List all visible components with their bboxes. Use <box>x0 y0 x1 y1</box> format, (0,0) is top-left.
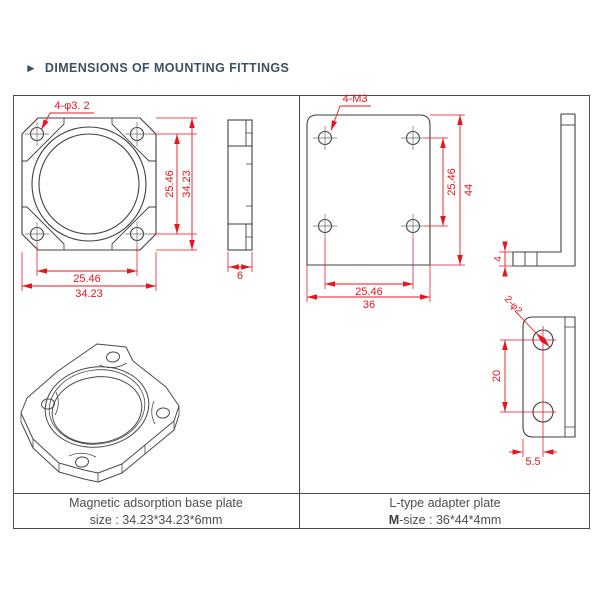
dim-right-hole-callout: 4-M3 <box>342 93 367 105</box>
right-plate-name: L-type adapter plate <box>389 496 501 510</box>
dim-left-horizontal-size: 34.23 <box>75 288 103 300</box>
l-plate-dimensions <box>306 105 557 457</box>
magnetic-plate-dimensions <box>21 112 253 291</box>
l-plate-side-view <box>512 113 576 267</box>
dim-left-hole-callout: 4-φ3. 2 <box>54 100 89 112</box>
right-caption-cell: L-type adapter plate M-size : 36*44*4mm <box>300 496 590 528</box>
dim-left-vertical-size: 34.23 <box>181 170 193 198</box>
right-plate-size-prefix: M <box>388 513 400 527</box>
table-border <box>13 95 590 529</box>
dim-foot-edge-distance: 5.5 <box>525 456 540 468</box>
right-plate-size: M-size : 36*44*4mm <box>389 513 502 528</box>
l-plate-front-view <box>306 114 431 266</box>
dim-right-vertical-pitch: 25.46 <box>446 168 458 196</box>
dim-right-width: 36 <box>363 299 375 311</box>
magnetic-plate-dimension-labels: 4-φ3. 2 25.46 34.23 25.46 34.23 6 <box>54 100 243 300</box>
table-caption-divider <box>13 493 590 494</box>
magnetic-plate-side-view <box>227 119 253 251</box>
magnetic-plate-3d-view <box>20 343 180 483</box>
magnetic-plate-front-view <box>21 117 157 251</box>
hole-centerlines <box>313 126 425 238</box>
left-caption-cell: Magnetic adsorption base plate size : 34… <box>13 496 299 528</box>
l-plate-dimension-labels: 4-M3 25.46 44 25.46 36 4 2-φ2 20 5.5 <box>342 93 540 468</box>
dim-foot-thickness: 4 <box>493 256 504 262</box>
section-marker-icon: ► <box>25 61 37 75</box>
dim-left-horizontal-pitch: 25.46 <box>73 273 101 285</box>
dim-foot-hole-pitch: 20 <box>491 370 503 382</box>
dim-foot-hole-callout: 2-φ2 <box>502 294 524 317</box>
table-column-divider <box>299 95 300 529</box>
right-plate-size-rest: -size : 36*44*4mm <box>399 513 502 527</box>
left-plate-size: size : 34.23*34.23*6mm <box>89 513 223 527</box>
dim-left-thickness: 6 <box>237 270 243 282</box>
dim-right-height: 44 <box>463 184 475 196</box>
section-header: ► DIMENSIONS OF MOUNTING FITTINGS <box>25 61 289 75</box>
hole-centerlines <box>25 122 149 246</box>
page-title: DIMENSIONS OF MOUNTING FITTINGS <box>44 61 290 75</box>
dim-right-horizontal-pitch: 25.46 <box>355 286 383 298</box>
l-plate-foot-view <box>522 316 576 438</box>
dim-left-vertical-pitch: 25.46 <box>164 170 176 198</box>
left-plate-name: Magnetic adsorption base plate <box>69 496 243 510</box>
